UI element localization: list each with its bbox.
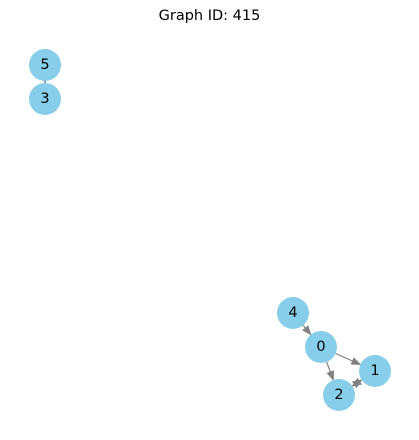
- nodes-layer: 0 1 2 3 4 5: [29, 49, 391, 411]
- node-label: 5: [40, 57, 49, 73]
- node-2: 2: [323, 379, 355, 411]
- node-0: 0: [305, 331, 337, 363]
- graph-title: Graph ID: 415: [158, 8, 261, 24]
- node-circle: [323, 379, 355, 411]
- node-label: 2: [334, 387, 343, 403]
- node-circle: [29, 49, 61, 81]
- node-circle: [277, 297, 309, 329]
- edge-4-0: [302, 324, 312, 336]
- edge-2-1: [351, 379, 363, 389]
- edges-layer: [41, 74, 363, 389]
- node-circle: [305, 331, 337, 363]
- node-label: 4: [288, 305, 297, 321]
- node-circle: [29, 83, 61, 115]
- node-circle: [359, 355, 391, 387]
- node-3: 3: [29, 83, 61, 115]
- edge-0-1: [335, 352, 362, 366]
- node-5: 5: [29, 49, 61, 81]
- node-label: 3: [40, 91, 49, 107]
- edge-0-2: [326, 361, 334, 381]
- node-1: 1: [359, 355, 391, 387]
- node-label: 0: [316, 339, 325, 355]
- node-label: 1: [370, 363, 379, 379]
- node-4: 4: [277, 297, 309, 329]
